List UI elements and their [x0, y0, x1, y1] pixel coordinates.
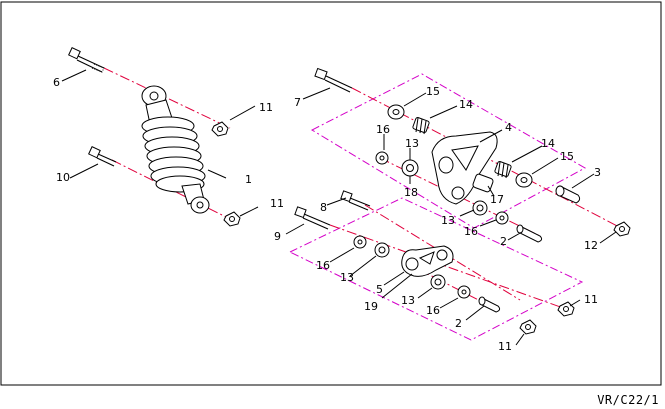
callout-11-upper: 11 [259, 101, 273, 114]
callout-13-lower-right: 13 [401, 294, 415, 307]
upper-linkage-group-box [310, 73, 587, 229]
bushing-13-lower-right [430, 274, 446, 290]
callout-8: 8 [320, 201, 327, 214]
nuts [211, 121, 631, 335]
washer-16-mid [495, 211, 509, 225]
group-boxes [288, 73, 587, 341]
callout-19: 19 [364, 300, 378, 313]
callout-17: 17 [490, 193, 504, 206]
linkage-plate-4 [431, 131, 498, 205]
upper-linkage-parts [375, 104, 581, 243]
shock-absorber [141, 85, 210, 214]
diagram-frame [0, 1, 662, 386]
callout-15-right: 15 [560, 150, 574, 163]
washer-16-lower-left [353, 235, 367, 249]
lower-linkage-parts [353, 235, 501, 313]
pin-2-upper [516, 224, 543, 243]
bushing-13-lower-left [374, 242, 390, 258]
callout-10: 10 [56, 171, 70, 184]
bushing-14-right [494, 161, 512, 179]
washer-15-left [387, 104, 405, 120]
bolt-8 [340, 190, 371, 211]
callout-18: 18 [404, 186, 418, 199]
callout-14-upper: 14 [459, 98, 473, 111]
callout-16-mid: 16 [464, 225, 478, 238]
nut-11-right [557, 301, 575, 317]
callout-13-lower-left: 13 [340, 271, 354, 284]
shock-bottom-eye [190, 196, 210, 214]
drawing-reference-code: VR/C22/1 [597, 393, 659, 407]
callout-labels: 6 10 1 11 11 7 15 14 4 14 15 3 16 13 18 … [53, 76, 601, 353]
leader-lines [61, 69, 617, 346]
washer-15-right [515, 172, 533, 188]
callout-13-mid: 13 [441, 214, 455, 227]
lower-linkage-group-box [288, 197, 584, 341]
callout-13-upper: 13 [405, 137, 419, 150]
shock-spring [141, 116, 206, 193]
callout-7: 7 [294, 96, 301, 109]
nut-11-bottom [519, 319, 537, 335]
bolt-9 [294, 206, 331, 230]
washer-16-upper [375, 151, 389, 165]
bushing-17 [472, 173, 494, 193]
sleeve-3 [555, 185, 581, 204]
bushing-13-mid [472, 200, 488, 216]
callout-11-bottom: 11 [498, 340, 512, 353]
callout-5: 5 [376, 283, 383, 296]
axis-bolt-9 [329, 224, 567, 310]
callout-6: 6 [53, 76, 60, 89]
callout-16-lower-left: 16 [316, 259, 330, 272]
callout-9: 9 [274, 230, 281, 243]
pin-2-lower [478, 296, 501, 313]
callout-16-lower-right: 16 [426, 304, 440, 317]
nut-12 [613, 221, 631, 237]
callout-2-lower: 2 [455, 317, 462, 330]
callout-12: 12 [584, 239, 598, 252]
bolts [68, 47, 371, 230]
callout-14-right: 14 [541, 137, 555, 150]
callout-1: 1 [245, 173, 252, 186]
nut-11-upper [211, 121, 229, 137]
bolt-7 [314, 67, 353, 93]
callout-11-lower: 11 [270, 197, 284, 210]
callout-2-upper: 2 [500, 235, 507, 248]
callout-11-right: 11 [584, 293, 598, 306]
callout-4: 4 [505, 121, 512, 134]
nut-11-lower [223, 211, 241, 227]
callout-16-upper: 16 [376, 123, 390, 136]
bolt-6 [68, 47, 105, 73]
bolt-10 [88, 146, 117, 167]
washer-16-lower-right [457, 285, 471, 299]
callout-15-upper: 15 [426, 85, 440, 98]
callout-3: 3 [594, 166, 601, 179]
bushing-14-left [412, 117, 430, 135]
link-arm-5 [401, 245, 454, 277]
axis-bolt-6 [103, 67, 231, 129]
axis-pin-upper [379, 157, 541, 237]
bushing-13-upper [401, 159, 419, 177]
